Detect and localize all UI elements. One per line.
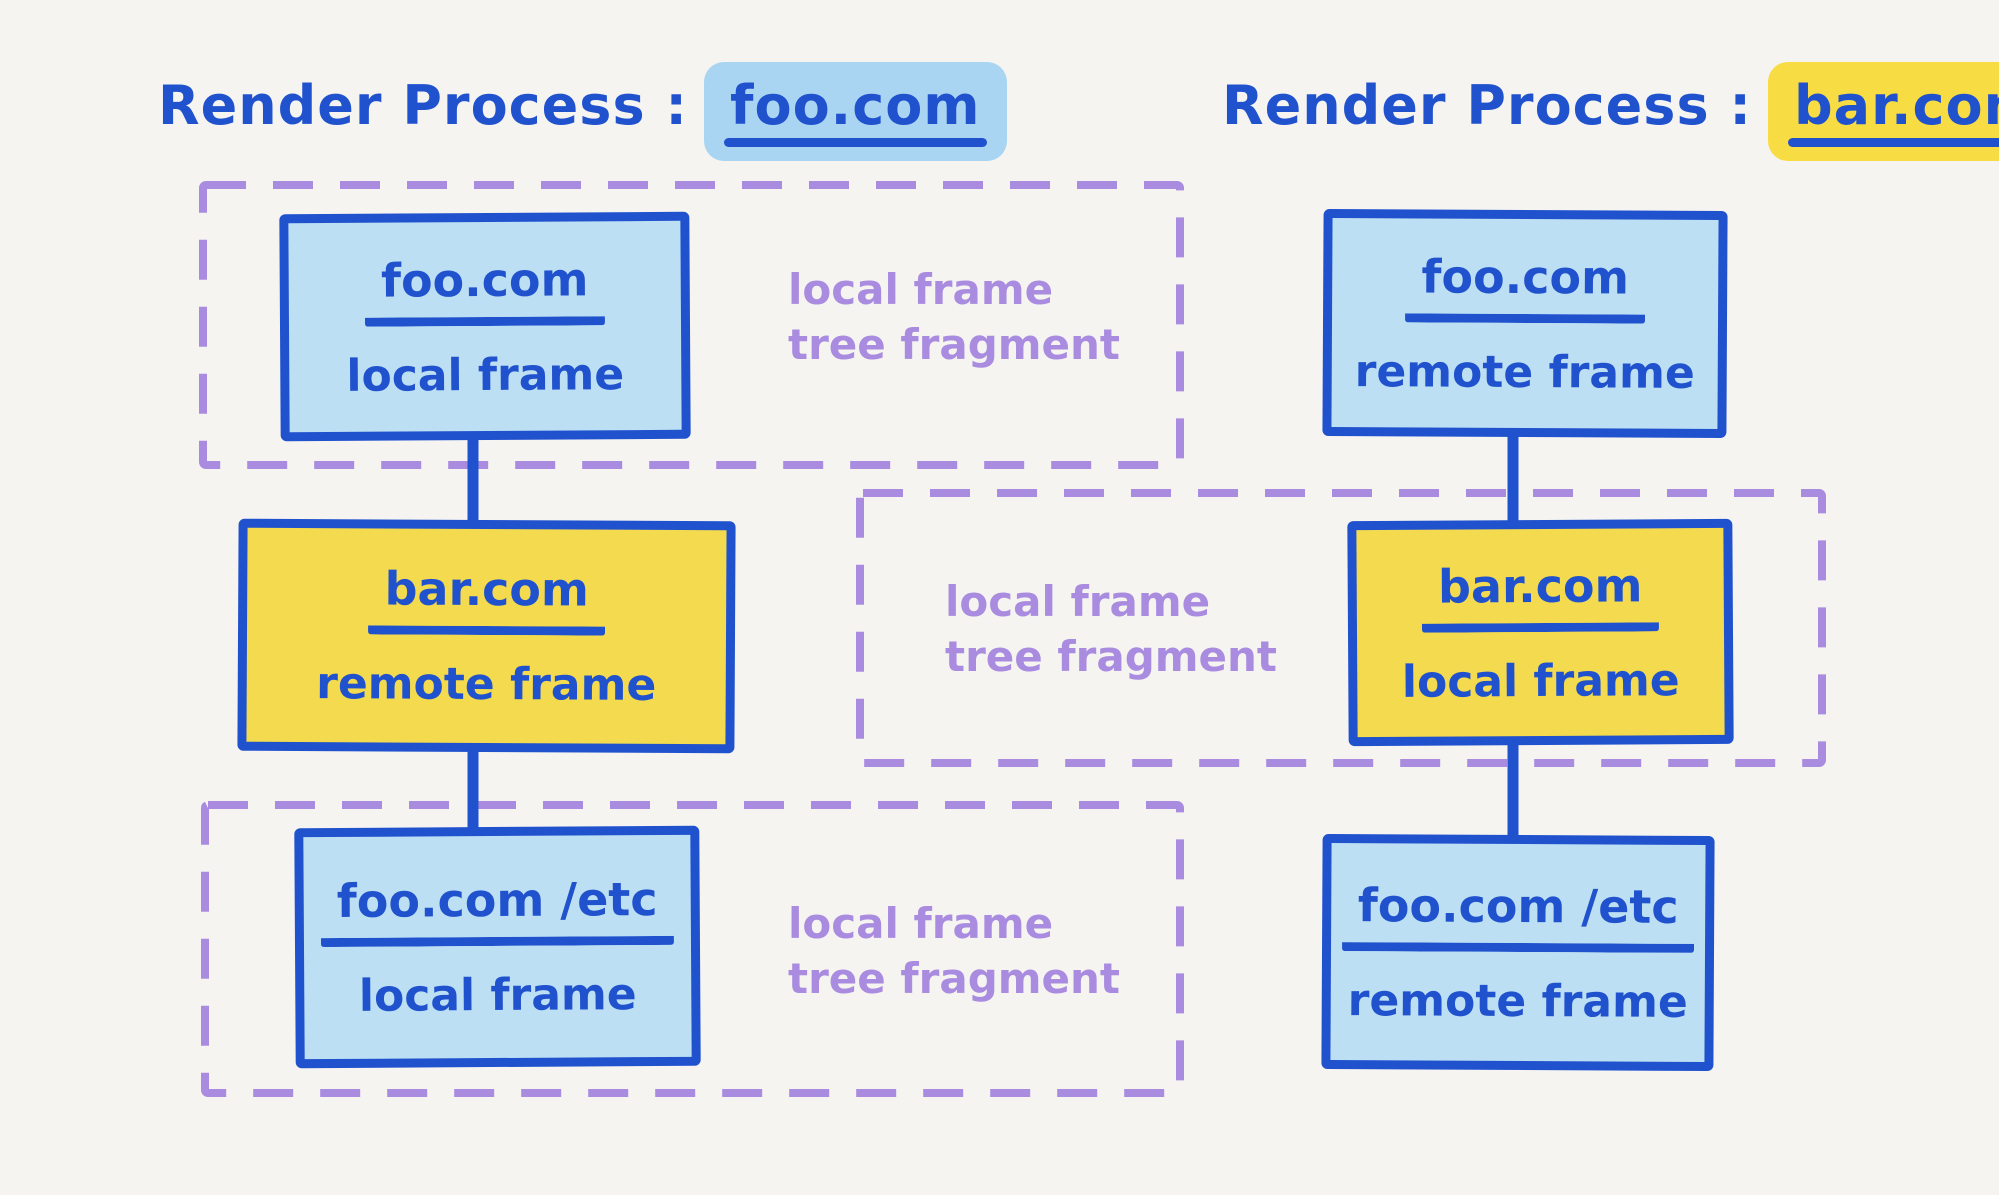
node-right-foo-remote: foo.com remote frame [1322, 208, 1728, 439]
node-right-bar-local-frame-type: local frame [1401, 654, 1680, 708]
left-bottom-fragment-label-line1: local frame [788, 899, 1054, 948]
node-right-bar-local: bar.com local frame [1347, 518, 1734, 747]
right-process-title: Render Process : bar.com [1222, 62, 1999, 161]
node-left-foo-local-frame-type: local frame [346, 348, 625, 402]
node-right-fooetc-remote: foo.com /etc remote frame [1321, 833, 1715, 1072]
node-left-fooetc-local: foo.com /etc local frame [294, 825, 701, 1069]
left-process-title: Render Process : foo.com [158, 62, 1007, 161]
node-left-bar-remote-domain: bar.com [368, 561, 606, 636]
node-left-foo-local-domain: foo.com [364, 251, 605, 327]
node-left-bar-remote-frame-type: remote frame [316, 658, 657, 711]
left-top-fragment-outline [199, 181, 1184, 469]
node-left-fooetc-local-domain: foo.com /etc [320, 871, 674, 948]
left-process-title-prefix: Render Process : [158, 74, 688, 137]
right-mid-fragment-outline [856, 489, 1826, 767]
left-top-fragment-label-line2: tree fragment [788, 320, 1121, 370]
right-mid-fragment-label-line2: tree fragment [945, 632, 1278, 682]
right-mid-fragment-label-line1: local frame [945, 577, 1211, 626]
node-right-fooetc-remote-domain: foo.com /etc [1341, 877, 1695, 953]
left-bottom-fragment-outline [201, 801, 1184, 1097]
node-right-foo-remote-frame-type: remote frame [1354, 345, 1695, 399]
left-top-fragment-label: local frame tree fragment [788, 262, 1120, 373]
node-left-foo-local: foo.com local frame [279, 211, 691, 442]
node-right-bar-local-domain: bar.com [1421, 557, 1659, 633]
right-mid-fragment-label: local frame tree fragment [945, 574, 1277, 685]
node-left-bar-remote: bar.com remote frame [237, 518, 736, 754]
node-left-fooetc-local-frame-type: local frame [358, 969, 637, 1022]
left-process-title-domain: foo.com [703, 62, 1007, 161]
right-process-title-prefix: Render Process : [1222, 74, 1752, 137]
left-bottom-fragment-label-line2: tree fragment [788, 954, 1121, 1004]
node-right-foo-remote-domain: foo.com [1405, 248, 1646, 324]
right-process-title-domain: bar.com [1767, 62, 1999, 161]
left-bottom-fragment-label: local frame tree fragment [788, 896, 1120, 1007]
left-top-fragment-label-line1: local frame [788, 265, 1054, 314]
node-right-fooetc-remote-frame-type: remote frame [1347, 974, 1688, 1028]
